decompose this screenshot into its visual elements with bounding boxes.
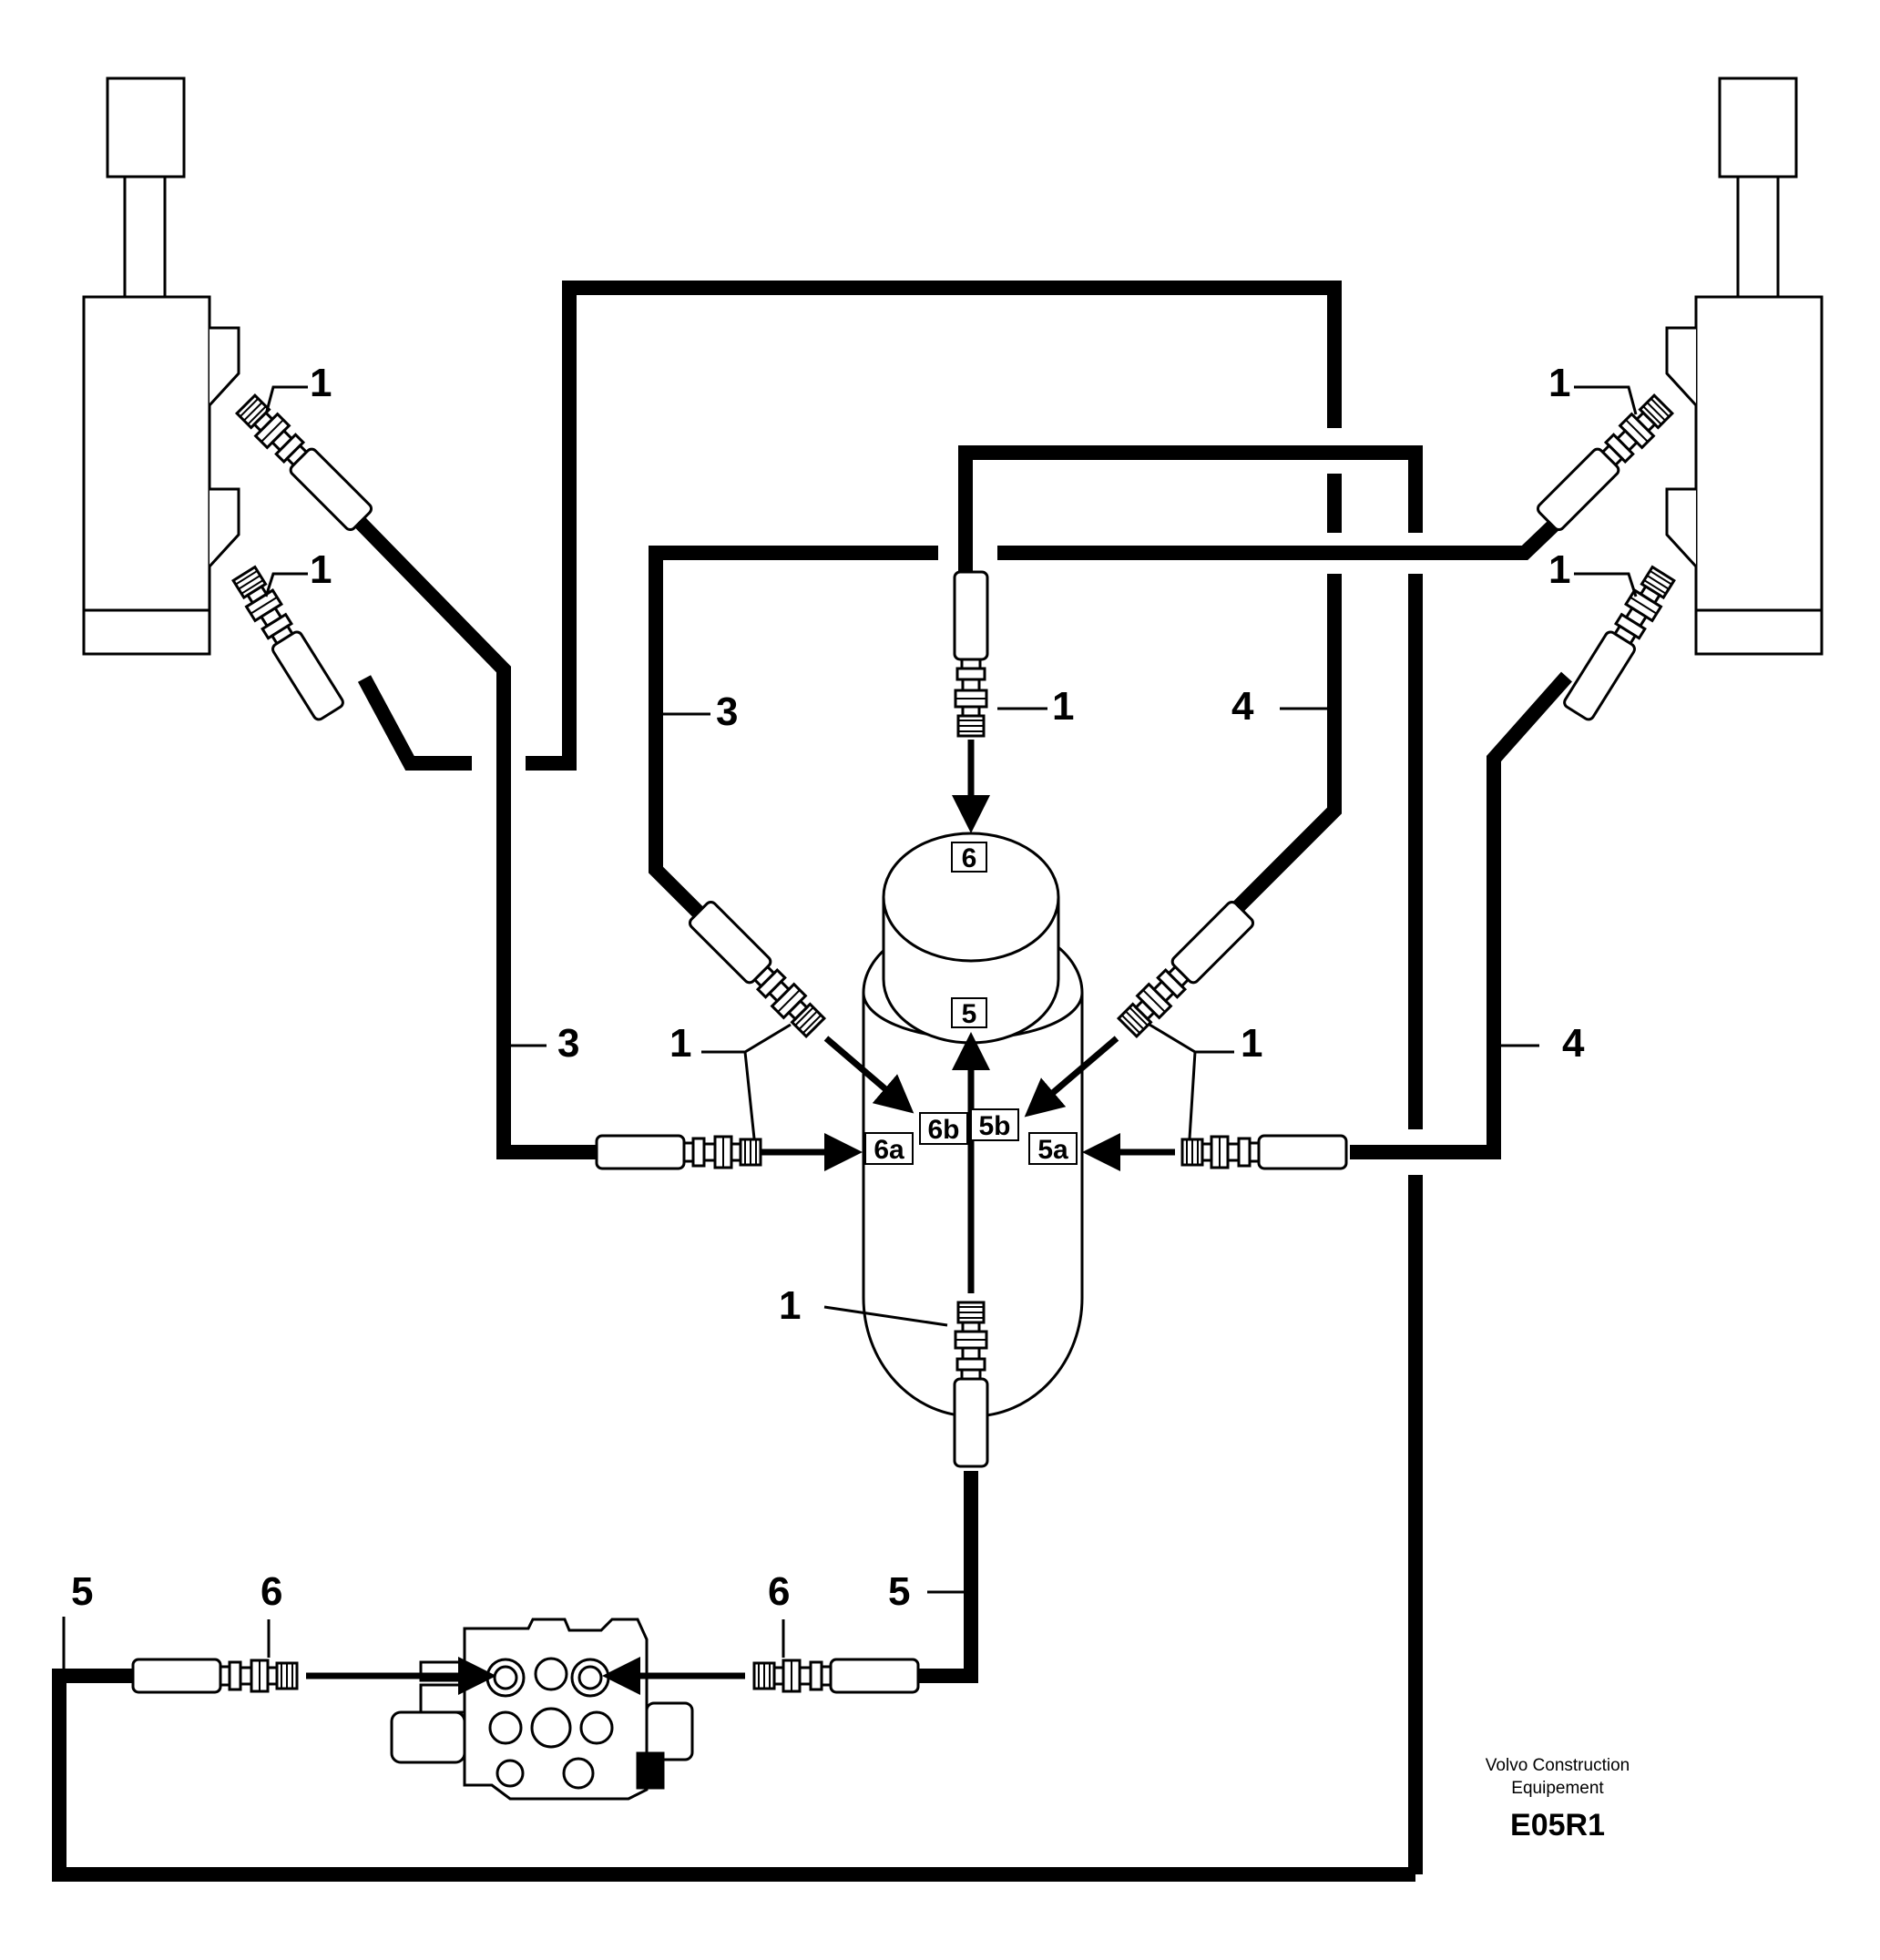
coupling-left-upper [232, 391, 375, 534]
hoses [52, 281, 1572, 1882]
port-box-5 [951, 997, 987, 1028]
flow-arrows [306, 740, 1175, 1695]
callout-1-bottom: 1 [779, 1283, 801, 1328]
manufacturer-credit: Volvo Construction Equipement [1448, 1754, 1667, 1800]
port-label-5: 5 [962, 999, 977, 1029]
callout-6-right: 6 [768, 1569, 790, 1614]
port-box-6b [919, 1112, 968, 1145]
callout-1-left-upper: 1 [310, 361, 332, 405]
coupling-6b [686, 898, 829, 1041]
callout-4-lower: 4 [1562, 1021, 1585, 1066]
control-valve [390, 1618, 694, 1801]
callout-1-top: 1 [1052, 684, 1074, 729]
callout-6-left: 6 [261, 1569, 282, 1614]
callout-1-right-lower: 1 [1548, 547, 1570, 592]
swivel-joint [862, 832, 1084, 1418]
port-box-6 [951, 842, 987, 873]
port-box-5a [1028, 1132, 1078, 1165]
coupling-valve-right [752, 1658, 920, 1694]
coupling-5b [1114, 898, 1257, 1041]
port-label-5b: 5b [978, 1111, 1010, 1141]
callout-3-upper: 3 [716, 689, 738, 734]
callout-4-upper: 4 [1231, 684, 1254, 729]
couplings [131, 391, 1679, 1694]
credit-line-2: Equipement [1511, 1779, 1604, 1798]
callout-1-right-upper: 1 [1548, 361, 1570, 405]
port-label-6b: 6b [927, 1115, 959, 1145]
port-box-6a [864, 1132, 914, 1165]
credit-line-1: Volvo Construction [1485, 1756, 1630, 1775]
right-cylinder [1665, 77, 1824, 656]
callout-3-lower: 3 [557, 1021, 579, 1066]
port-labels [864, 842, 1078, 1165]
port-box-5b [970, 1108, 1019, 1141]
callout-5-left: 5 [71, 1569, 93, 1614]
port-label-5a: 5a [1037, 1135, 1068, 1165]
coupling-valve-left [131, 1658, 299, 1694]
port-label-6: 6 [962, 843, 977, 873]
figure-code: E05R1 [1510, 1808, 1605, 1843]
coupling-right-lower [1560, 563, 1679, 723]
coupling-bottom [953, 1301, 989, 1468]
coupling-5a [1180, 1134, 1348, 1170]
callout-5-right: 5 [888, 1569, 910, 1614]
coupling-right-upper [1534, 391, 1677, 534]
coupling-6a [595, 1134, 762, 1170]
callout-1-left-lower: 1 [310, 547, 332, 592]
callout-1-5b: 1 [1241, 1021, 1262, 1066]
coupling-top [953, 570, 989, 738]
callout-1-6b: 1 [669, 1021, 691, 1066]
port-label-6a: 6a [874, 1135, 904, 1165]
leader-lines [62, 385, 1638, 1674]
left-cylinder [82, 77, 240, 656]
